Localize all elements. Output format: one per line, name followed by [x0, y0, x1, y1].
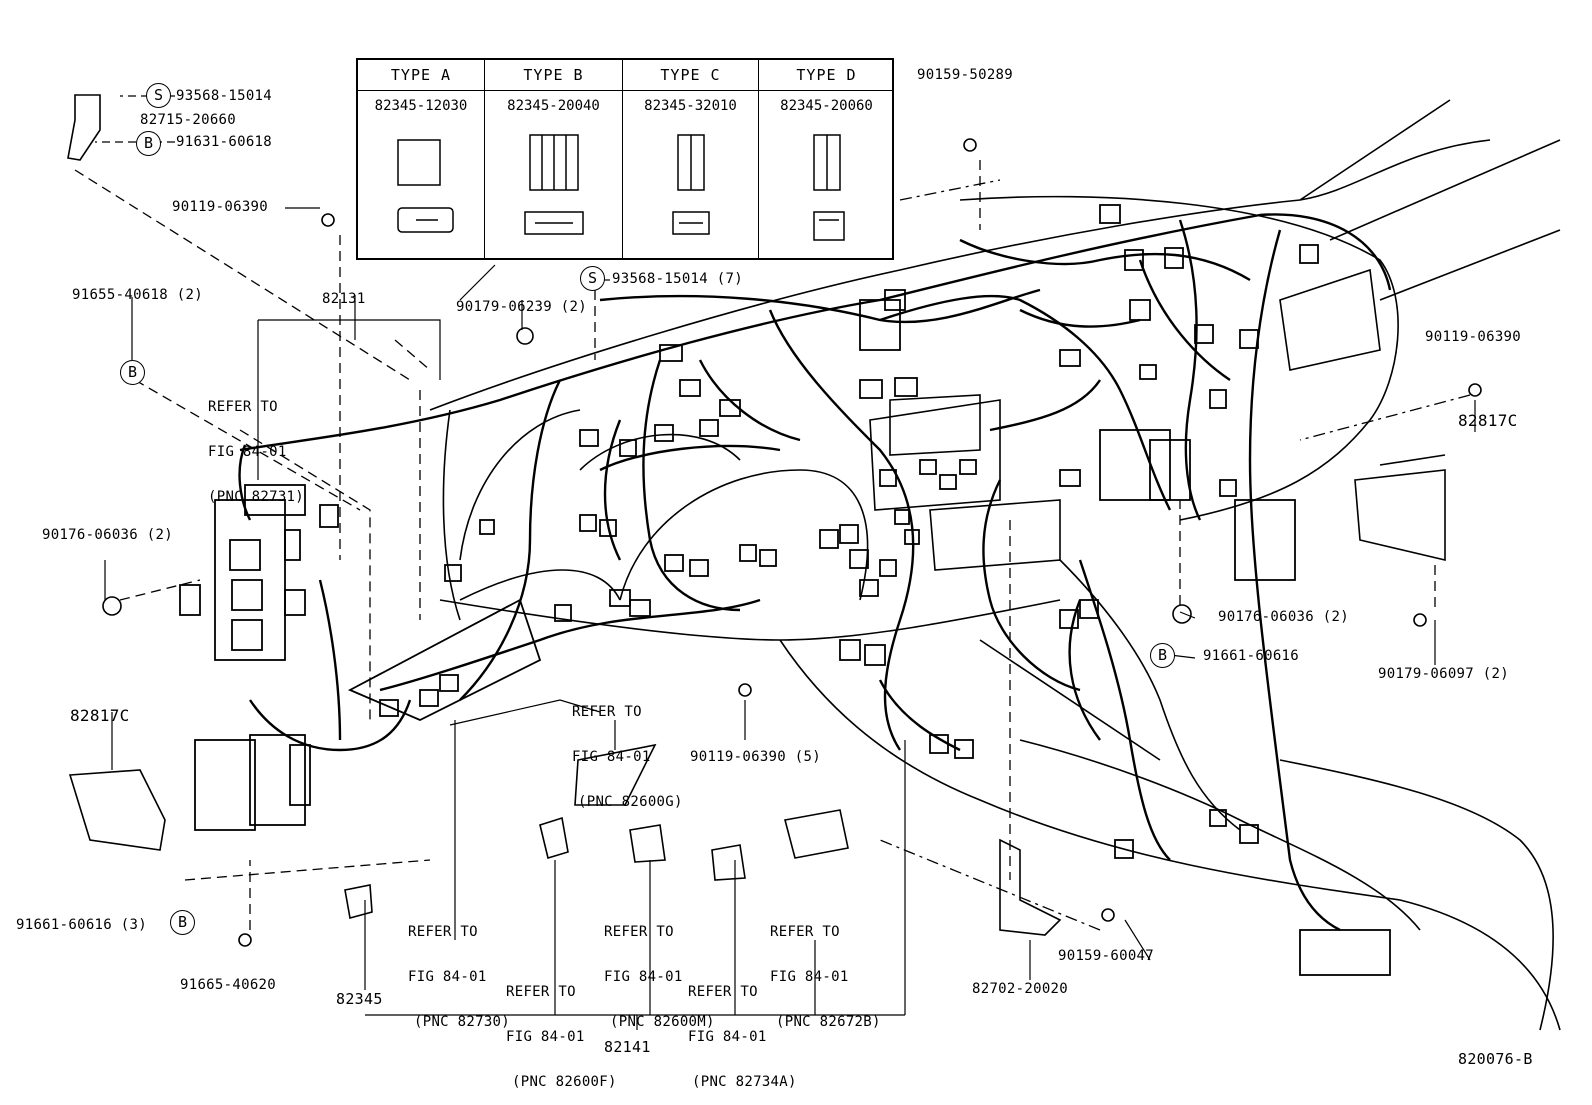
part-90159-50289: 90159-50289 [917, 67, 1014, 83]
refer-line-2: FIG 84-01 [770, 969, 849, 985]
type-d-column: TYPE D 82345-20060 [759, 60, 894, 258]
connector-type-table: TYPE A 82345-12030 TYPE B 82345-20040 TY… [356, 58, 894, 260]
refer-pnc-82731: REFER TO FIG 84-01 (PNC 82731) [208, 370, 304, 520]
refer-line-3: (PNC 82600F) [512, 1074, 617, 1090]
s-mark-top-left: S [146, 83, 171, 108]
part-93568-15014: 93568-15014 [176, 88, 273, 104]
refer-line-3: (PNC 82672B) [776, 1014, 881, 1030]
part-93568-15014-7: 93568-15014 (7) [612, 271, 743, 287]
type-d-part-number: 82345-20060 [780, 98, 873, 114]
leader-lines [74, 95, 1471, 931]
refer-pnc-82600f: REFER TO FIG 84-01 (PNC 82600F) [506, 955, 617, 1105]
refer-pnc-82730: REFER TO FIG 84-01 (PNC 82730) [408, 895, 510, 1045]
refer-line-3: (PNC 82731) [208, 489, 305, 505]
loose-parts [67, 94, 1482, 947]
type-c-header: TYPE C [623, 60, 758, 91]
part-82715-20660: 82715-20660 [140, 112, 237, 128]
part-90179-06239: 90179-06239 (2) [456, 299, 587, 315]
type-a-connector-icon [397, 139, 454, 233]
part-91665-40620: 91665-40620 [180, 977, 277, 993]
refer-line-1: REFER TO [208, 399, 278, 415]
part-91661-60616-right: 91661-60616 [1203, 648, 1300, 664]
part-91655-40618: 91655-40618 (2) [72, 287, 203, 303]
part-82141: 82141 [604, 1038, 651, 1056]
refer-line-1: REFER TO [604, 924, 674, 940]
refer-line-1: REFER TO [770, 924, 840, 940]
dashboard-outline [429, 99, 1561, 1031]
harness-connectors [179, 204, 1391, 976]
refer-line-2: FIG 84-01 [688, 1029, 767, 1045]
type-b-connector-icon [524, 134, 584, 235]
part-82702-20020: 82702-20020 [972, 981, 1069, 997]
refer-line-3: (PNC 82600G) [578, 794, 683, 810]
part-82131: 82131 [322, 291, 366, 307]
type-b-column: TYPE B 82345-20040 [485, 60, 623, 258]
b-mark-bottom-left: B [170, 910, 195, 935]
refer-line-2: FIG 84-01 [208, 444, 287, 460]
type-a-column: TYPE A 82345-12030 [358, 60, 485, 258]
type-b-part-number: 82345-20040 [507, 98, 600, 114]
refer-line-2: FIG 84-01 [408, 969, 487, 985]
solid-leaders [104, 207, 1476, 1030]
refer-line-3: (PNC 82600M) [610, 1014, 715, 1030]
part-90159-60047: 90159-60047 [1058, 948, 1155, 964]
refer-line-1: REFER TO [688, 984, 758, 1000]
type-c-connector-icon [672, 134, 710, 235]
s-mark-center: S [580, 266, 605, 291]
type-c-part-number: 82345-32010 [644, 98, 737, 114]
refer-line-1: REFER TO [572, 704, 642, 720]
refer-pnc-82600m: REFER TO FIG 84-01 (PNC 82600M) [604, 895, 715, 1045]
part-90119-06390-top: 90119-06390 [172, 199, 269, 215]
harness-wires [238, 213, 1392, 932]
type-b-header: TYPE B [485, 60, 622, 91]
part-82817c-left: 82817C [70, 706, 130, 725]
type-d-connector-icon [813, 134, 845, 241]
type-a-header: TYPE A [358, 60, 484, 91]
refer-pnc-82600g: REFER TO FIG 84-01 (PNC 82600G) [572, 675, 683, 825]
part-90176-06036-left: 90176-06036 (2) [42, 527, 173, 543]
refer-line-2: FIG 84-01 [604, 969, 683, 985]
refer-pnc-82672b: REFER TO FIG 84-01 (PNC 82672B) [770, 895, 881, 1045]
part-82817c-right: 82817C [1458, 411, 1518, 430]
refer-line-3: (PNC 82734A) [692, 1074, 797, 1090]
refer-pnc-82734a: REFER TO FIG 84-01 (PNC 82734A) [688, 955, 797, 1105]
part-90119-06390-right: 90119-06390 [1425, 329, 1522, 345]
refer-line-1: REFER TO [506, 984, 576, 1000]
refer-line-3: (PNC 82730) [414, 1014, 511, 1030]
refer-line-2: FIG 84-01 [572, 749, 651, 765]
b-mark-right: B [1150, 643, 1175, 668]
type-c-column: TYPE C 82345-32010 [623, 60, 759, 258]
part-90176-06036-right: 90176-06036 (2) [1218, 609, 1349, 625]
diagram-id: 820076-B [1458, 1050, 1533, 1068]
type-d-header: TYPE D [759, 60, 894, 91]
b-mark-left: B [120, 360, 145, 385]
refer-line-1: REFER TO [408, 924, 478, 940]
type-a-part-number: 82345-12030 [374, 98, 468, 114]
part-90179-06097: 90179-06097 (2) [1378, 666, 1509, 682]
part-91631-60618: 91631-60618 [176, 134, 273, 150]
part-91661-60616-3: 91661-60616 (3) [16, 917, 147, 933]
part-82345: 82345 [336, 990, 383, 1008]
part-90119-06390-5: 90119-06390 (5) [690, 749, 821, 765]
refer-line-2: FIG 84-01 [506, 1029, 585, 1045]
b-mark-top-left: B [136, 131, 161, 156]
